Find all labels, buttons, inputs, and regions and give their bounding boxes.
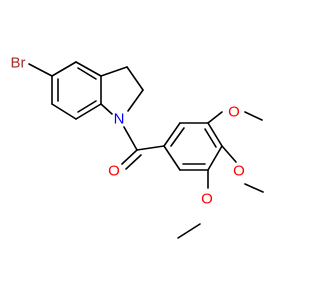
bond-c3-c2	[126, 66, 144, 91]
atom-label-o-carbonyl: O	[108, 163, 120, 180]
atom-label-o-methoxy-upper: O	[228, 104, 240, 121]
molecule-structure-diagram: Br N O O O O	[11, 55, 264, 239]
atom-label-br: Br	[11, 55, 26, 72]
bond-carbonyl-c-aryl	[136, 145, 165, 151]
bond-c2-n1	[127, 89, 144, 112]
bond-n1-c7a	[100, 103, 113, 115]
bond-c7a-c7-inner	[77, 100, 97, 113]
bond-c3a-c4-inner	[77, 67, 97, 80]
bond-ar3-ar4-inner	[204, 128, 217, 148]
bond-c7-c6	[51, 103, 77, 120]
bond-ar6-ar1	[163, 145, 181, 171]
bond-n1-carbonyl-c	[123, 126, 138, 151]
bond-ar4-ar5	[207, 145, 223, 171]
atom-label-n1: N	[114, 111, 125, 128]
bond-ar3-o-upper	[207, 111, 223, 124]
bond-ar1-ar2-inner	[170, 127, 185, 147]
bond-c3a-c3	[100, 66, 128, 77]
bond-ar3-ar4	[207, 122, 223, 147]
atom-label-layer: Br N O O O O	[11, 55, 245, 208]
bond-c5-c4	[51, 61, 77, 77]
bond-o-middle-methyl	[244, 183, 264, 193]
bond-ar4-o-middle	[221, 145, 237, 163]
bond-carbonyl-double-a	[121, 149, 138, 165]
bond-br-c5	[28, 63, 53, 77]
atom-label-o-methoxy-middle: O	[233, 163, 245, 180]
bond-o-lower-methyl	[177, 223, 201, 239]
bond-ar1-ar2	[163, 122, 181, 147]
bond-c7a-c7	[75, 103, 102, 120]
atom-label-o-methoxy-lower: O	[201, 191, 213, 208]
bond-layer	[28, 61, 264, 239]
bond-carbonyl-double-b	[125, 154, 142, 170]
bond-c4-c3a	[75, 61, 102, 77]
bond-o-upper-methyl	[244, 111, 263, 121]
